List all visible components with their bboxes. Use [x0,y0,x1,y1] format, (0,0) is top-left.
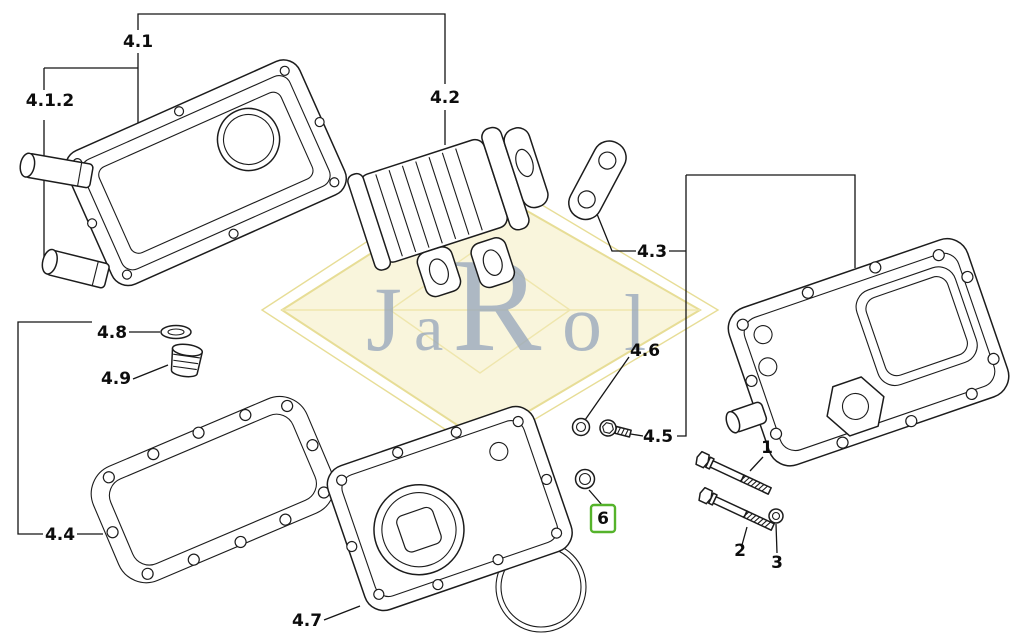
part-pipe-fitting-lower [41,248,110,289]
leader-4-7 [323,605,361,621]
leader-4-9 [132,364,169,380]
callout-4-3[interactable]: 4.3 [637,242,667,262]
leader-top-rail [137,13,446,84]
callout-4-2[interactable]: 4.2 [430,88,460,108]
part-washer-3 [768,508,784,524]
part-assembled-housing [725,237,1010,467]
callout-4-6[interactable]: 4.6 [630,341,660,361]
callout-3[interactable]: 3 [771,553,783,573]
callout-4-8[interactable]: 4.8 [97,323,127,343]
leader-4-4 [17,321,103,535]
leader-right-rail [669,174,856,437]
callout-1[interactable]: 1 [761,438,773,458]
leader-6 [588,489,603,506]
leader-3 [775,523,778,554]
part-bolt-2 [696,486,777,535]
callout-6[interactable]: 6 [597,509,609,529]
highlight-box[interactable] [589,503,617,534]
part-washer-4-6 [571,417,591,437]
callout-4-9[interactable]: 4.9 [101,369,131,389]
callout-4-1[interactable]: 4.1 [123,32,153,52]
callout-2[interactable]: 2 [734,541,746,561]
part-bolt-4-5 [599,419,632,438]
leader-4-6 [584,356,630,421]
highlighted-callout-6[interactable]: 6 [589,503,617,534]
leader-4-3 [596,213,636,252]
part-threaded-plug-4-9 [170,343,204,378]
callout-4-7[interactable]: 4.7 [292,611,322,631]
part-flange-gasket-4-3 [568,140,627,221]
part-cover-gasket-4-4 [90,396,336,584]
part-cover-plate-4-7 [326,405,573,612]
part-cooler-cover-4-1 [19,59,348,289]
part-o-ring-6 [574,468,596,490]
callout-4-1-2[interactable]: 4.1.2 [26,91,74,111]
leader-1 [749,456,764,472]
part-oil-cooler-core-4-2 [347,126,549,298]
part-housing-pipe-stub [725,401,768,434]
callout-labels: 4.1 4.1.2 4.2 4.3 4.6 4.5 4.8 4.9 4.4 4.… [26,32,783,631]
part-pipe-fitting-upper [19,152,94,189]
part-seal-ring-4-8 [160,324,192,340]
callout-4-5[interactable]: 4.5 [643,427,673,447]
leader-2 [741,526,748,546]
callout-4-4[interactable]: 4.4 [45,525,75,545]
